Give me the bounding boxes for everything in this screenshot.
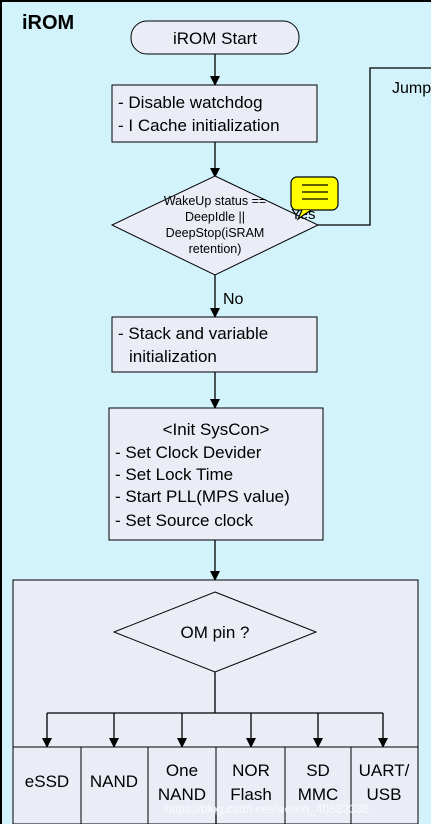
comment-note-icon[interactable]	[290, 176, 339, 221]
nor-label-2: Flash	[230, 785, 272, 804]
yes-branch-line	[318, 67, 431, 226]
stack-box-line-2: initialization	[129, 347, 217, 366]
init-syscon-box	[108, 407, 324, 541]
jump-label: Jump	[392, 80, 431, 97]
syscon-box-line-4: - Set Source clock	[115, 511, 253, 530]
nor-label-1: NOR	[232, 761, 270, 780]
stack-box-line-1: - Stack and variable	[118, 324, 268, 343]
onenand-label-1: One	[166, 761, 198, 780]
wake-line-2: DeepIdle ||	[185, 210, 245, 224]
init-box-line-1: - Disable watchdog	[118, 93, 263, 112]
panel-title: iROM	[22, 12, 75, 34]
sd-label-1: SD	[306, 761, 330, 780]
boot-option-uart-usb	[350, 746, 419, 824]
essd-label: eSSD	[25, 772, 69, 791]
boot-option-onenand	[147, 746, 217, 824]
syscon-box-title: <Init SysCon>	[163, 420, 270, 439]
nand-label: NAND	[90, 772, 138, 791]
stack-init-box	[111, 316, 318, 373]
no-label: No	[223, 291, 244, 308]
wake-line-4: retention)	[189, 242, 242, 256]
om-pin-label: OM pin ?	[181, 623, 250, 642]
init-box-line-2: - I Cache initialization	[118, 116, 280, 135]
watermark-text: https://blog.csdn.net/weixin_40583338	[165, 802, 369, 816]
sd-label-2: MMC	[298, 785, 339, 804]
wake-line-3: DeepStop(iSRAM	[166, 226, 265, 240]
uart-label-2: USB	[367, 785, 402, 804]
boot-option-sd-mmc	[284, 746, 352, 824]
boot-option-nor-flash	[215, 746, 286, 824]
syscon-box-line-2: - Set Lock Time	[115, 465, 233, 484]
onenand-label-2: NAND	[158, 785, 206, 804]
boot-option-nand	[80, 746, 149, 824]
syscon-box-line-3: - Start PLL(MPS value)	[115, 487, 290, 506]
uart-label-1: UART/	[359, 761, 410, 780]
syscon-box-line-1: - Set Clock Devider	[115, 443, 262, 462]
wake-line-1: WakeUp status ==	[164, 194, 266, 208]
start-label: iROM Start	[173, 29, 257, 48]
